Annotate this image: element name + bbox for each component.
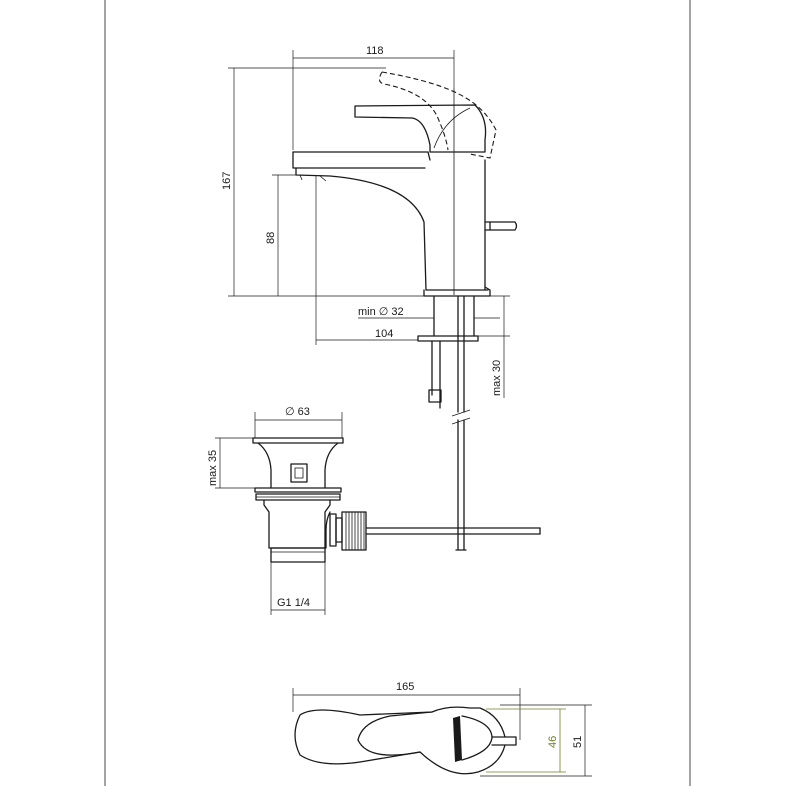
dim-46: 46 — [547, 736, 559, 748]
faucet-top-view — [294, 706, 517, 775]
knurl-lines — [345, 512, 365, 550]
dim-max-35: max 35 — [207, 450, 219, 486]
dim-104: 104 — [375, 328, 393, 340]
page-border — [104, 0, 691, 786]
dim-51: 51 — [572, 736, 584, 748]
dim-167: 167 — [221, 172, 233, 190]
dim-d63: ∅ 63 — [285, 406, 310, 418]
dim-thread: G1 1/4 — [277, 597, 310, 609]
dim-118: 118 — [366, 45, 384, 57]
dimension-lines — [215, 50, 592, 777]
dim-max-30: max 30 — [491, 360, 503, 396]
drain-assembly — [252, 437, 541, 563]
dim-88: 88 — [265, 232, 277, 244]
dim-min-d32: min ∅ 32 — [358, 306, 404, 318]
faucet-side-view — [292, 71, 518, 551]
dim-165: 165 — [396, 681, 414, 693]
